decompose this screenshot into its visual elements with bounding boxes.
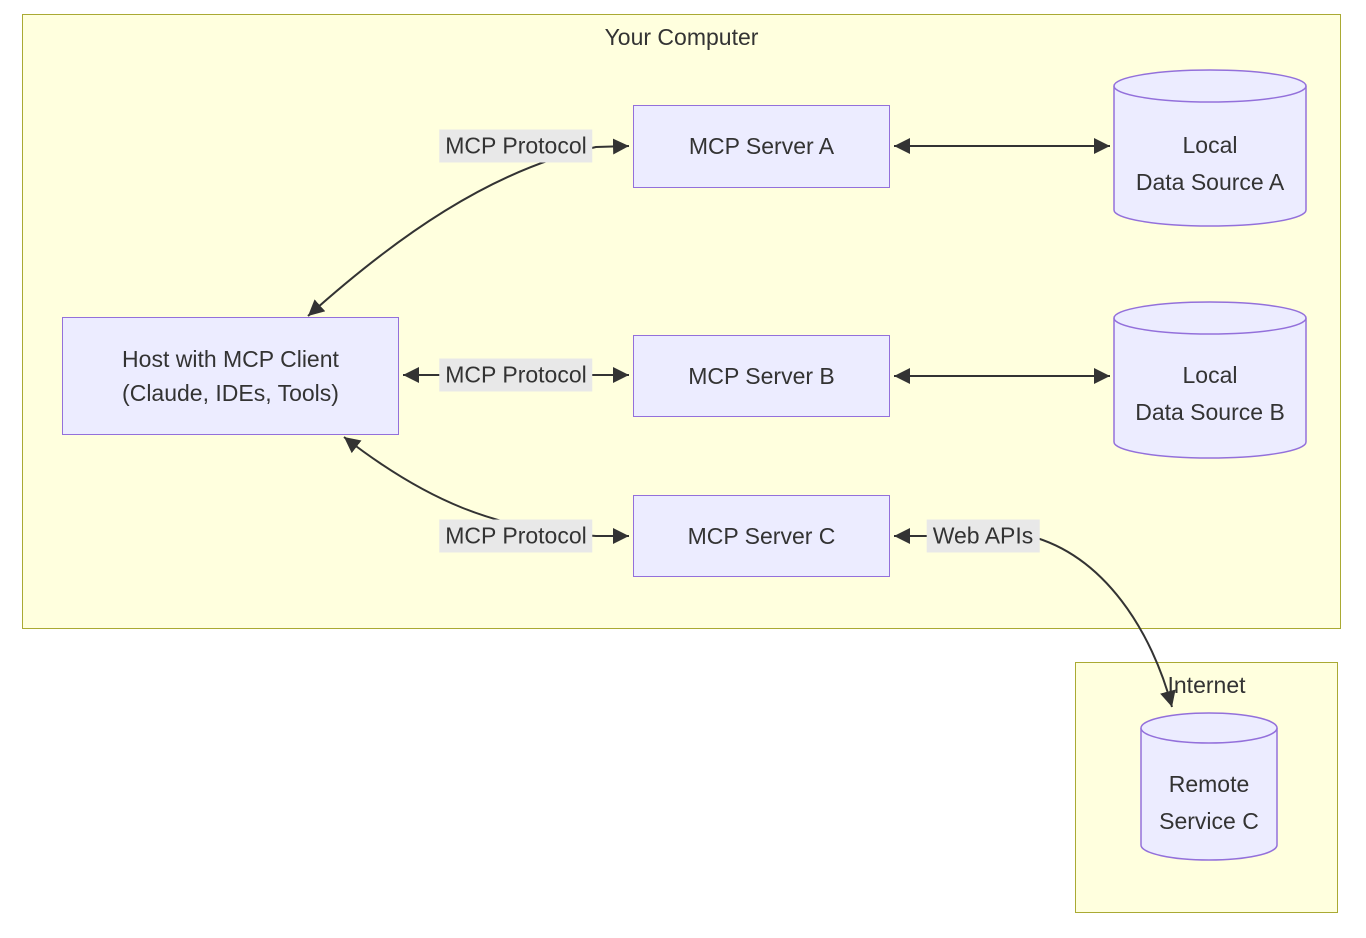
edge-label-mcp-protocol-b: MCP Protocol (439, 358, 593, 392)
database-shape-source-b (1113, 301, 1307, 459)
node-mcp-server-b-label: MCP Server B (688, 362, 835, 389)
database-shape-source-a (1113, 69, 1307, 227)
edge-label-mcp-protocol-a: MCP Protocol (439, 129, 593, 163)
edge-server-c-remote-c (894, 528, 1176, 708)
edge-host-server-a (307, 138, 630, 317)
node-mcp-server-c-label: MCP Server C (687, 522, 836, 549)
edge-label-mcp-protocol-c: MCP Protocol (439, 519, 593, 553)
node-mcp-server-c: MCP Server C (633, 495, 890, 577)
node-host-label: Host with MCP Client (Claude, IDEs, Tool… (122, 345, 339, 407)
database-shape-remote-c (1140, 712, 1278, 861)
node-mcp-server-b: MCP Server B (633, 335, 890, 417)
node-mcp-server-a: MCP Server A (633, 105, 890, 188)
cluster-internet-title: Internet (1167, 672, 1246, 698)
node-mcp-server-a-label: MCP Server A (688, 133, 835, 160)
node-host-with-mcp-client: Host with MCP Client (Claude, IDEs, Tool… (62, 317, 399, 435)
edge-label-web-apis: Web APIs (926, 519, 1040, 553)
cluster-your-computer-title: Your Computer (604, 24, 759, 50)
